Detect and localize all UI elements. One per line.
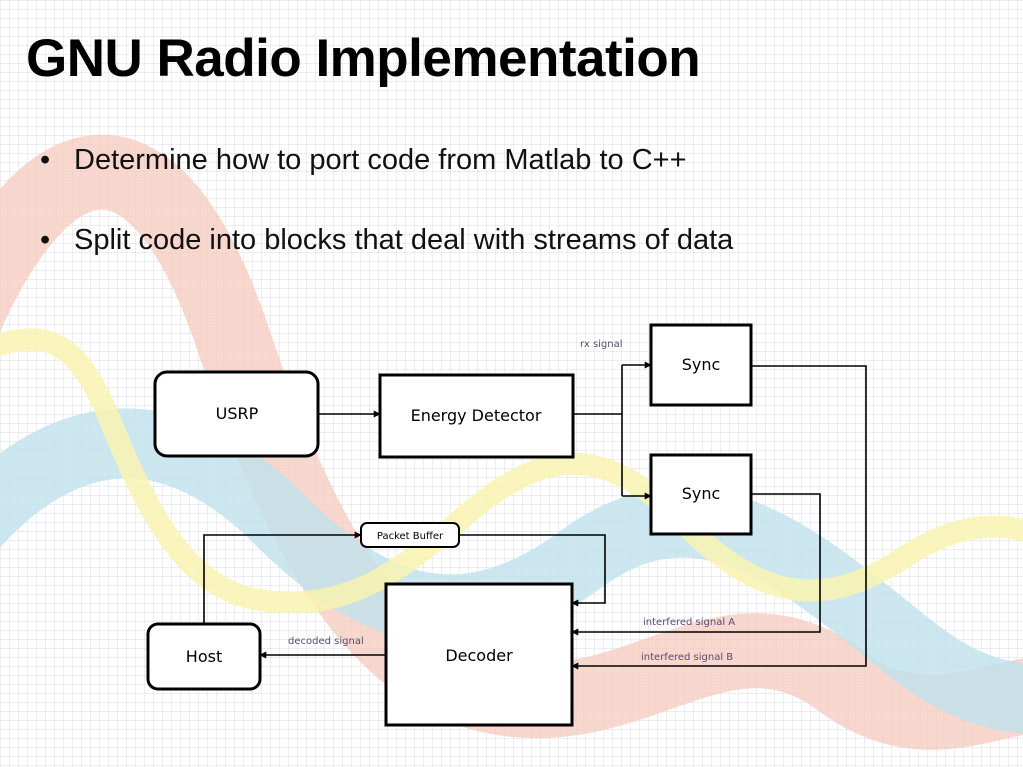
usrp-label: USRP	[216, 404, 259, 423]
decoder-label: Decoder	[445, 646, 513, 665]
bullet-text: Split code into blocks that deal with st…	[74, 224, 734, 256]
packet-buffer-block: Packet Buffer	[360, 522, 460, 548]
interfered-signal-b-label: interfered signal B	[641, 652, 733, 663]
interfered-signal-a-label: interfered signal A	[643, 617, 735, 628]
bullet-item: • Determine how to port code from Matlab …	[40, 140, 733, 180]
slide-title: GNU Radio Implementation	[26, 29, 701, 88]
bullet-dot: •	[40, 144, 51, 176]
host-block: Host	[146, 622, 262, 691]
edge-sync-bottom-to-decoder	[571, 493, 821, 636]
edge-host-to-packet-buffer	[203, 531, 362, 624]
sync-top-block: Sync	[649, 323, 753, 407]
decoder-block: Decoder	[384, 582, 574, 727]
bullet-text: Determine how to port code from Matlab t…	[74, 144, 687, 176]
energy-detector-block: Energy Detector	[378, 373, 575, 459]
energy-detector-label: Energy Detector	[411, 406, 542, 425]
background-swoosh-yellow	[0, 328, 1023, 614]
bullet-item: • Split code into blocks that deal with s…	[40, 220, 733, 260]
sync-bottom-block: Sync	[649, 453, 753, 536]
sync-top-label: Sync	[682, 355, 721, 374]
host-label: Host	[186, 647, 222, 666]
bullet-list: • Determine how to port code from Matlab …	[40, 140, 733, 260]
bullet-dot: •	[40, 224, 51, 256]
edge-sync-top-to-decoder	[571, 365, 867, 670]
rx-signal-label: rx signal	[580, 339, 623, 350]
sync-bottom-label: Sync	[682, 484, 721, 503]
decoded-signal-label: decoded signal	[288, 636, 364, 647]
usrp-block: USRP	[153, 370, 320, 458]
packet-buffer-label: Packet Buffer	[377, 531, 444, 542]
edge-packet-buffer-to-decoder	[459, 534, 606, 607]
